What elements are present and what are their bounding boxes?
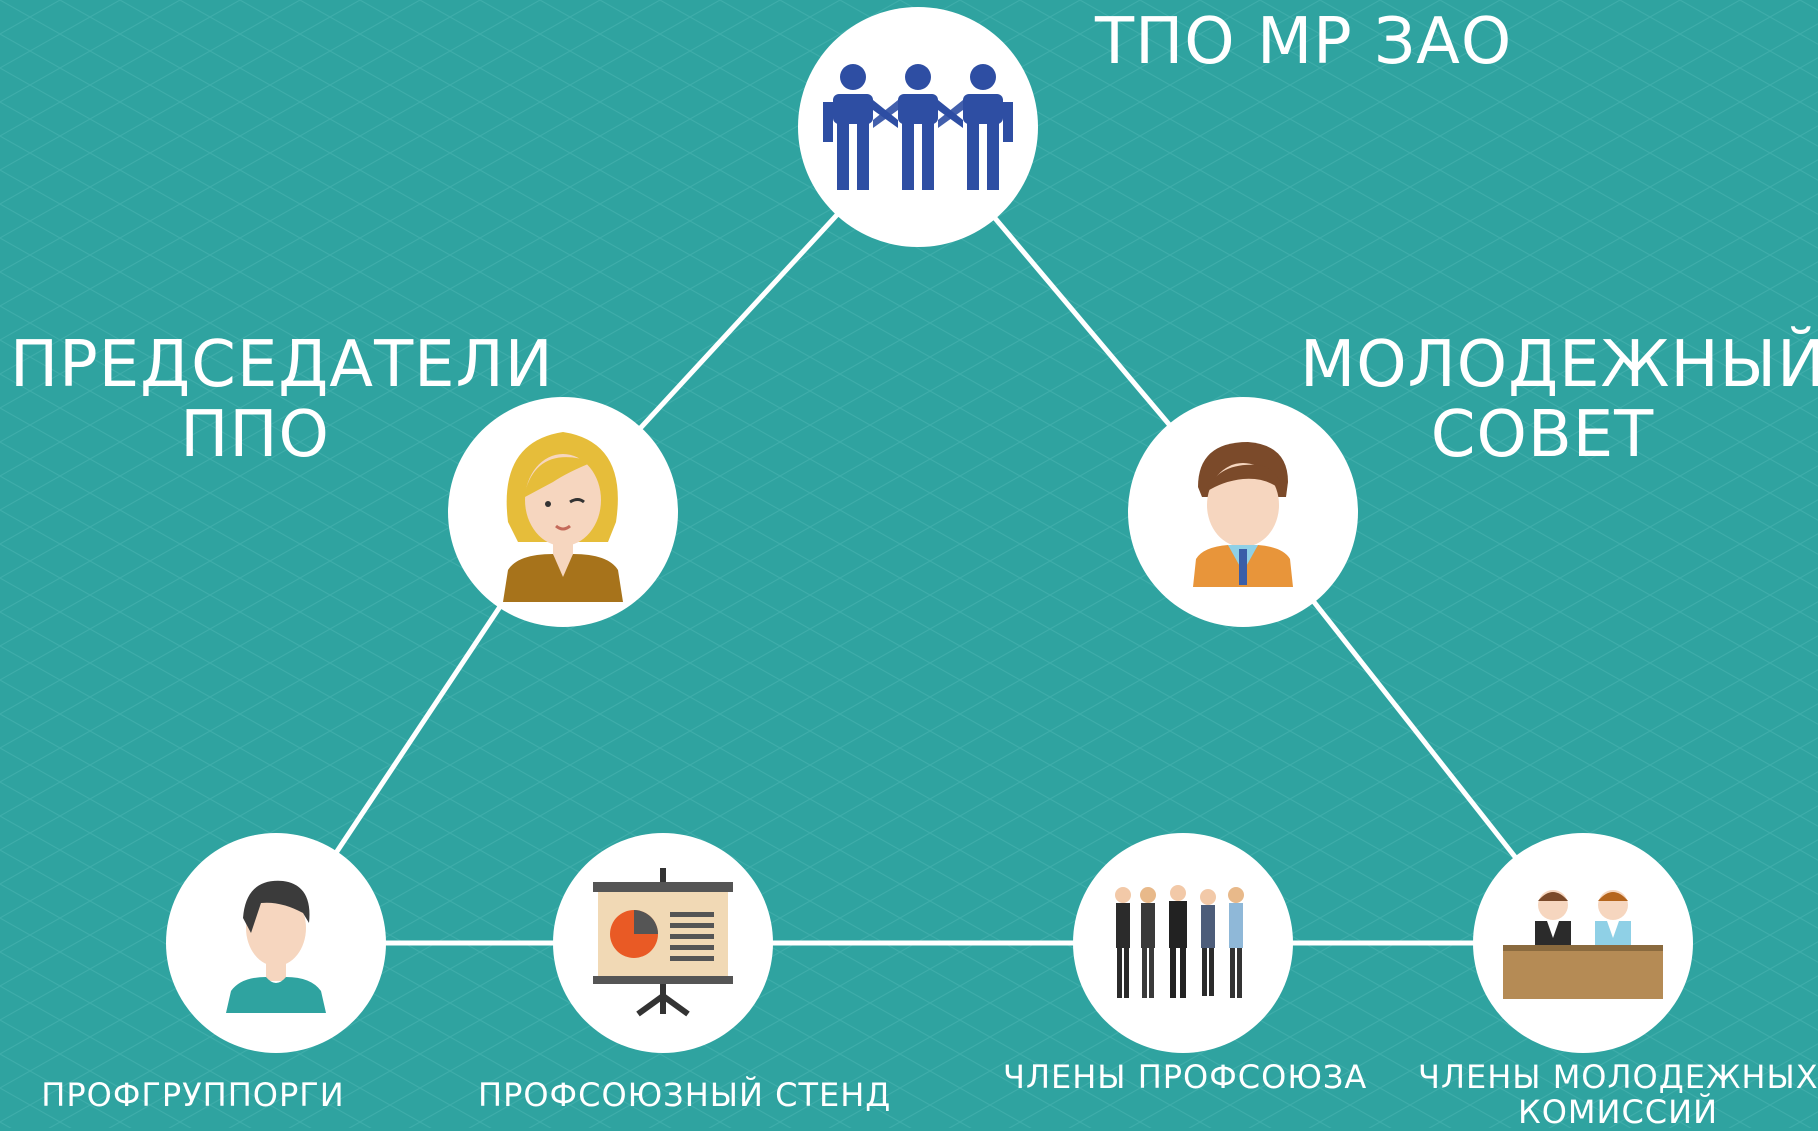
label-youth-commissions-line2: КОМИССИЙ xyxy=(1517,1093,1718,1131)
woman-avatar-icon xyxy=(503,432,623,602)
label-youth-commissions-line1: ЧЛЕНЫ МОЛОДЕЖНЫХ xyxy=(1418,1058,1818,1096)
title-youth-council-line2: СОВЕТ xyxy=(1430,398,1655,473)
presentation-board-icon xyxy=(593,868,733,1017)
group-people-icon xyxy=(1115,885,1244,998)
node-tpo xyxy=(798,7,1038,247)
title-chairmen: ПРЕДСЕДАТЕЛИ ППО xyxy=(10,328,554,473)
title-tpo: ТПО МР ЗАО xyxy=(1095,5,1513,79)
node-chairmen xyxy=(448,397,678,627)
commission-desk-icon xyxy=(1503,890,1663,999)
title-chairmen-line1: ПРЕДСЕДАТЕЛИ xyxy=(10,328,554,402)
label-youth-commissions: ЧЛЕНЫ МОЛОДЕЖНЫХ КОМИССИЙ xyxy=(1418,1058,1818,1131)
label-union-members: ЧЛЕНЫ ПРОФСОЮЗА xyxy=(1003,1058,1368,1096)
label-union-stand: ПРОФСОЮЗНЫЙ СТЕНД xyxy=(478,1076,892,1114)
node-group-organizers xyxy=(166,833,386,1053)
node-union-stand xyxy=(553,833,773,1053)
node-youth-council xyxy=(1128,397,1358,627)
woman-short-hair-avatar-icon xyxy=(226,880,326,1013)
title-youth-council-line1: МОЛОДЕЖНЫЙ xyxy=(1300,328,1818,402)
node-youth-commissions xyxy=(1473,833,1693,1053)
team-people-icon xyxy=(823,64,1013,190)
label-group-organizers: ПРОФГРУППОРГИ xyxy=(41,1076,345,1114)
node-union-members xyxy=(1073,833,1293,1053)
title-chairmen-line2: ППО xyxy=(180,398,330,473)
man-avatar-icon xyxy=(1193,442,1293,587)
title-youth-council: МОЛОДЕЖНЫЙ СОВЕТ xyxy=(1300,328,1818,473)
